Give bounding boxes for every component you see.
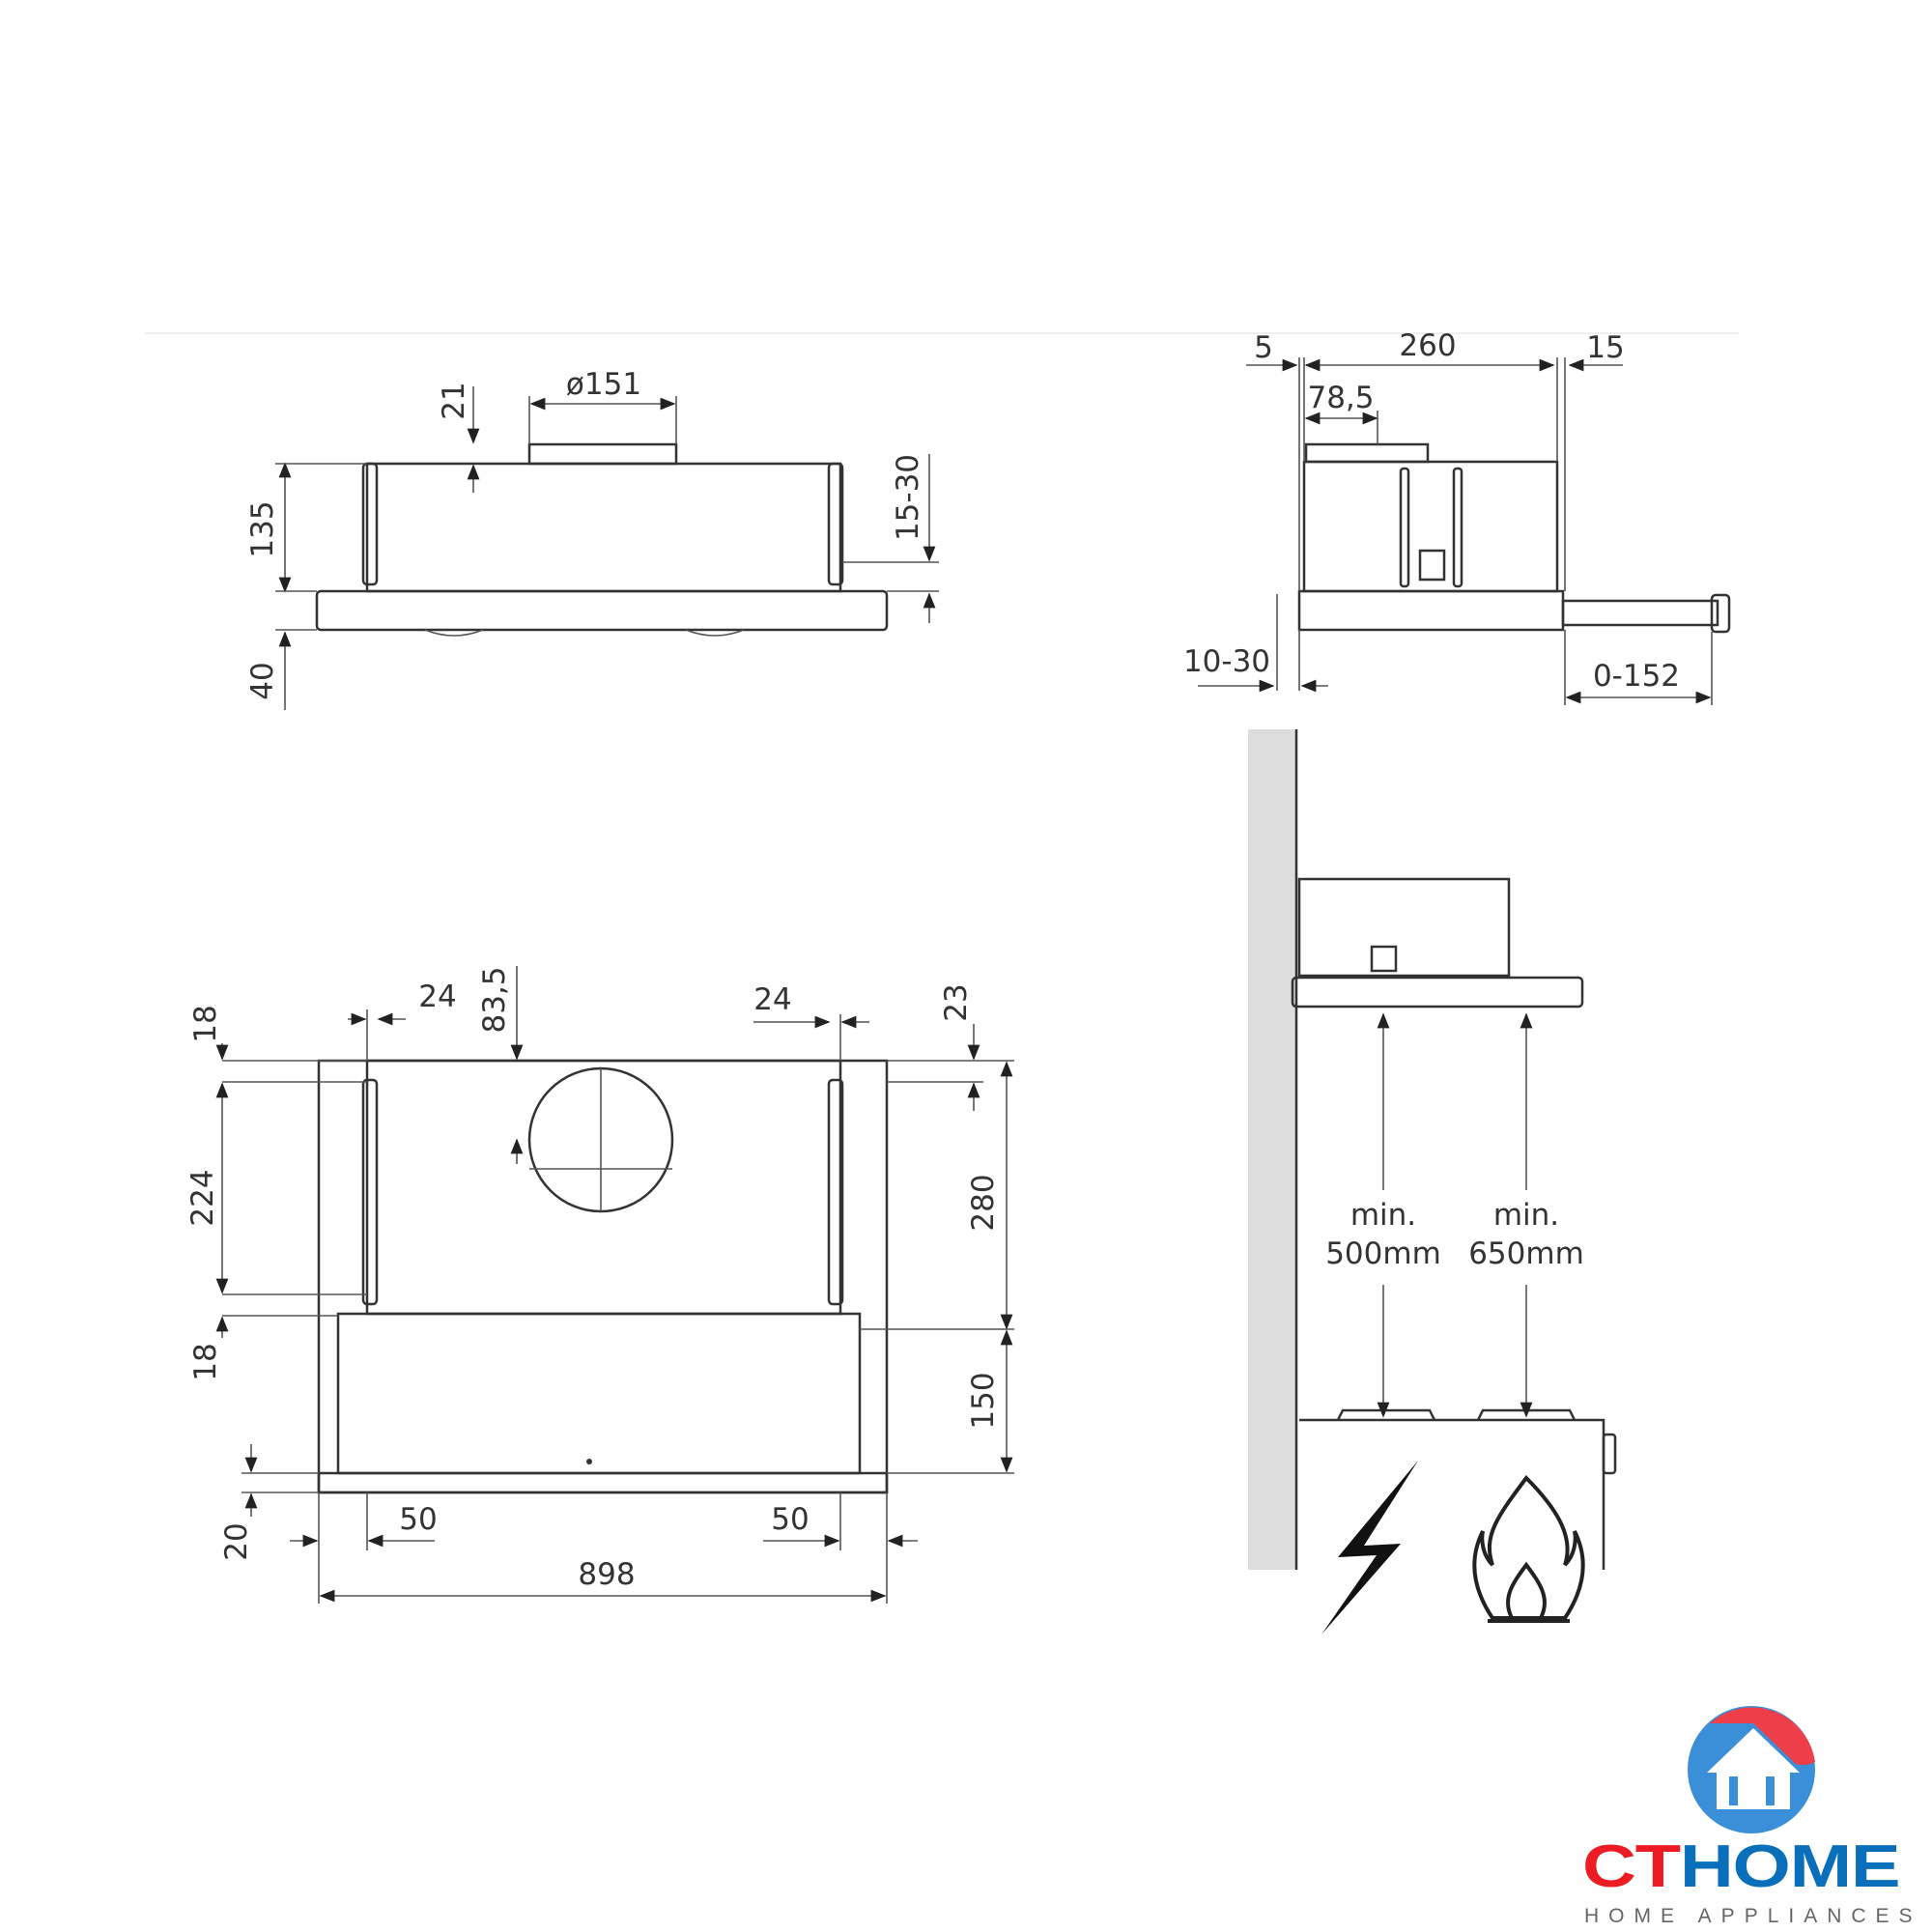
dim-10-30: 10-30 <box>1183 644 1270 679</box>
gas-min-distance: 650mm <box>1468 1236 1584 1271</box>
logo-tagline: HOME APPLIANCES <box>1584 1905 1922 1927</box>
dim-280: 280 <box>966 1174 1001 1231</box>
dim-40: 40 <box>245 662 280 699</box>
dim-5: 5 <box>1254 330 1273 365</box>
logo-wordmark: CTHOME <box>1582 1833 1901 1900</box>
dim-260: 260 <box>1399 328 1456 363</box>
dim-24-left: 24 <box>418 980 456 1014</box>
electric-min-label: min. <box>1350 1198 1416 1233</box>
dim-21: 21 <box>437 382 471 419</box>
flame-icon <box>1472 1474 1585 1623</box>
cthome-logo-emblem <box>1688 1706 1815 1833</box>
installation-view: min. 500mm min. 650mm <box>1248 729 1617 1634</box>
dim-24-right: 24 <box>753 982 791 1017</box>
dim-0-152: 0-152 <box>1593 659 1680 694</box>
side-view: 5 260 15 78,5 10-30 0-152 <box>1183 328 1731 705</box>
dim-83-5: 83,5 <box>477 966 512 1033</box>
dim-15: 15 <box>1586 330 1624 365</box>
dim-18-top: 18 <box>188 1005 223 1042</box>
dim-135: 135 <box>245 500 280 557</box>
gas-min-label: min. <box>1493 1198 1559 1233</box>
lightning-icon <box>1321 1461 1418 1634</box>
dim-18-bottom: 18 <box>188 1343 223 1380</box>
dim-50-left: 50 <box>399 1502 437 1537</box>
dim-78-5: 78,5 <box>1307 381 1374 415</box>
front-view: ø151 21 135 15-30 40 <box>245 367 939 710</box>
dim-50-right: 50 <box>771 1502 809 1537</box>
dim-duct-diameter: ø151 <box>566 367 641 402</box>
bottom-view: 18 24 83,5 24 23 224 280 18 150 20 50 50… <box>185 966 1014 1604</box>
dim-150: 150 <box>966 1372 1001 1429</box>
dim-20: 20 <box>219 1522 254 1560</box>
electric-min-distance: 500mm <box>1325 1236 1441 1271</box>
dim-898: 898 <box>578 1557 635 1592</box>
dim-23: 23 <box>939 983 974 1021</box>
wall <box>1248 729 1296 1570</box>
cthome-logo: CTHOME HOME APPLIANCES <box>1575 1710 1922 1930</box>
dim-224: 224 <box>185 1169 220 1226</box>
dim-15-30: 15-30 <box>891 454 925 541</box>
